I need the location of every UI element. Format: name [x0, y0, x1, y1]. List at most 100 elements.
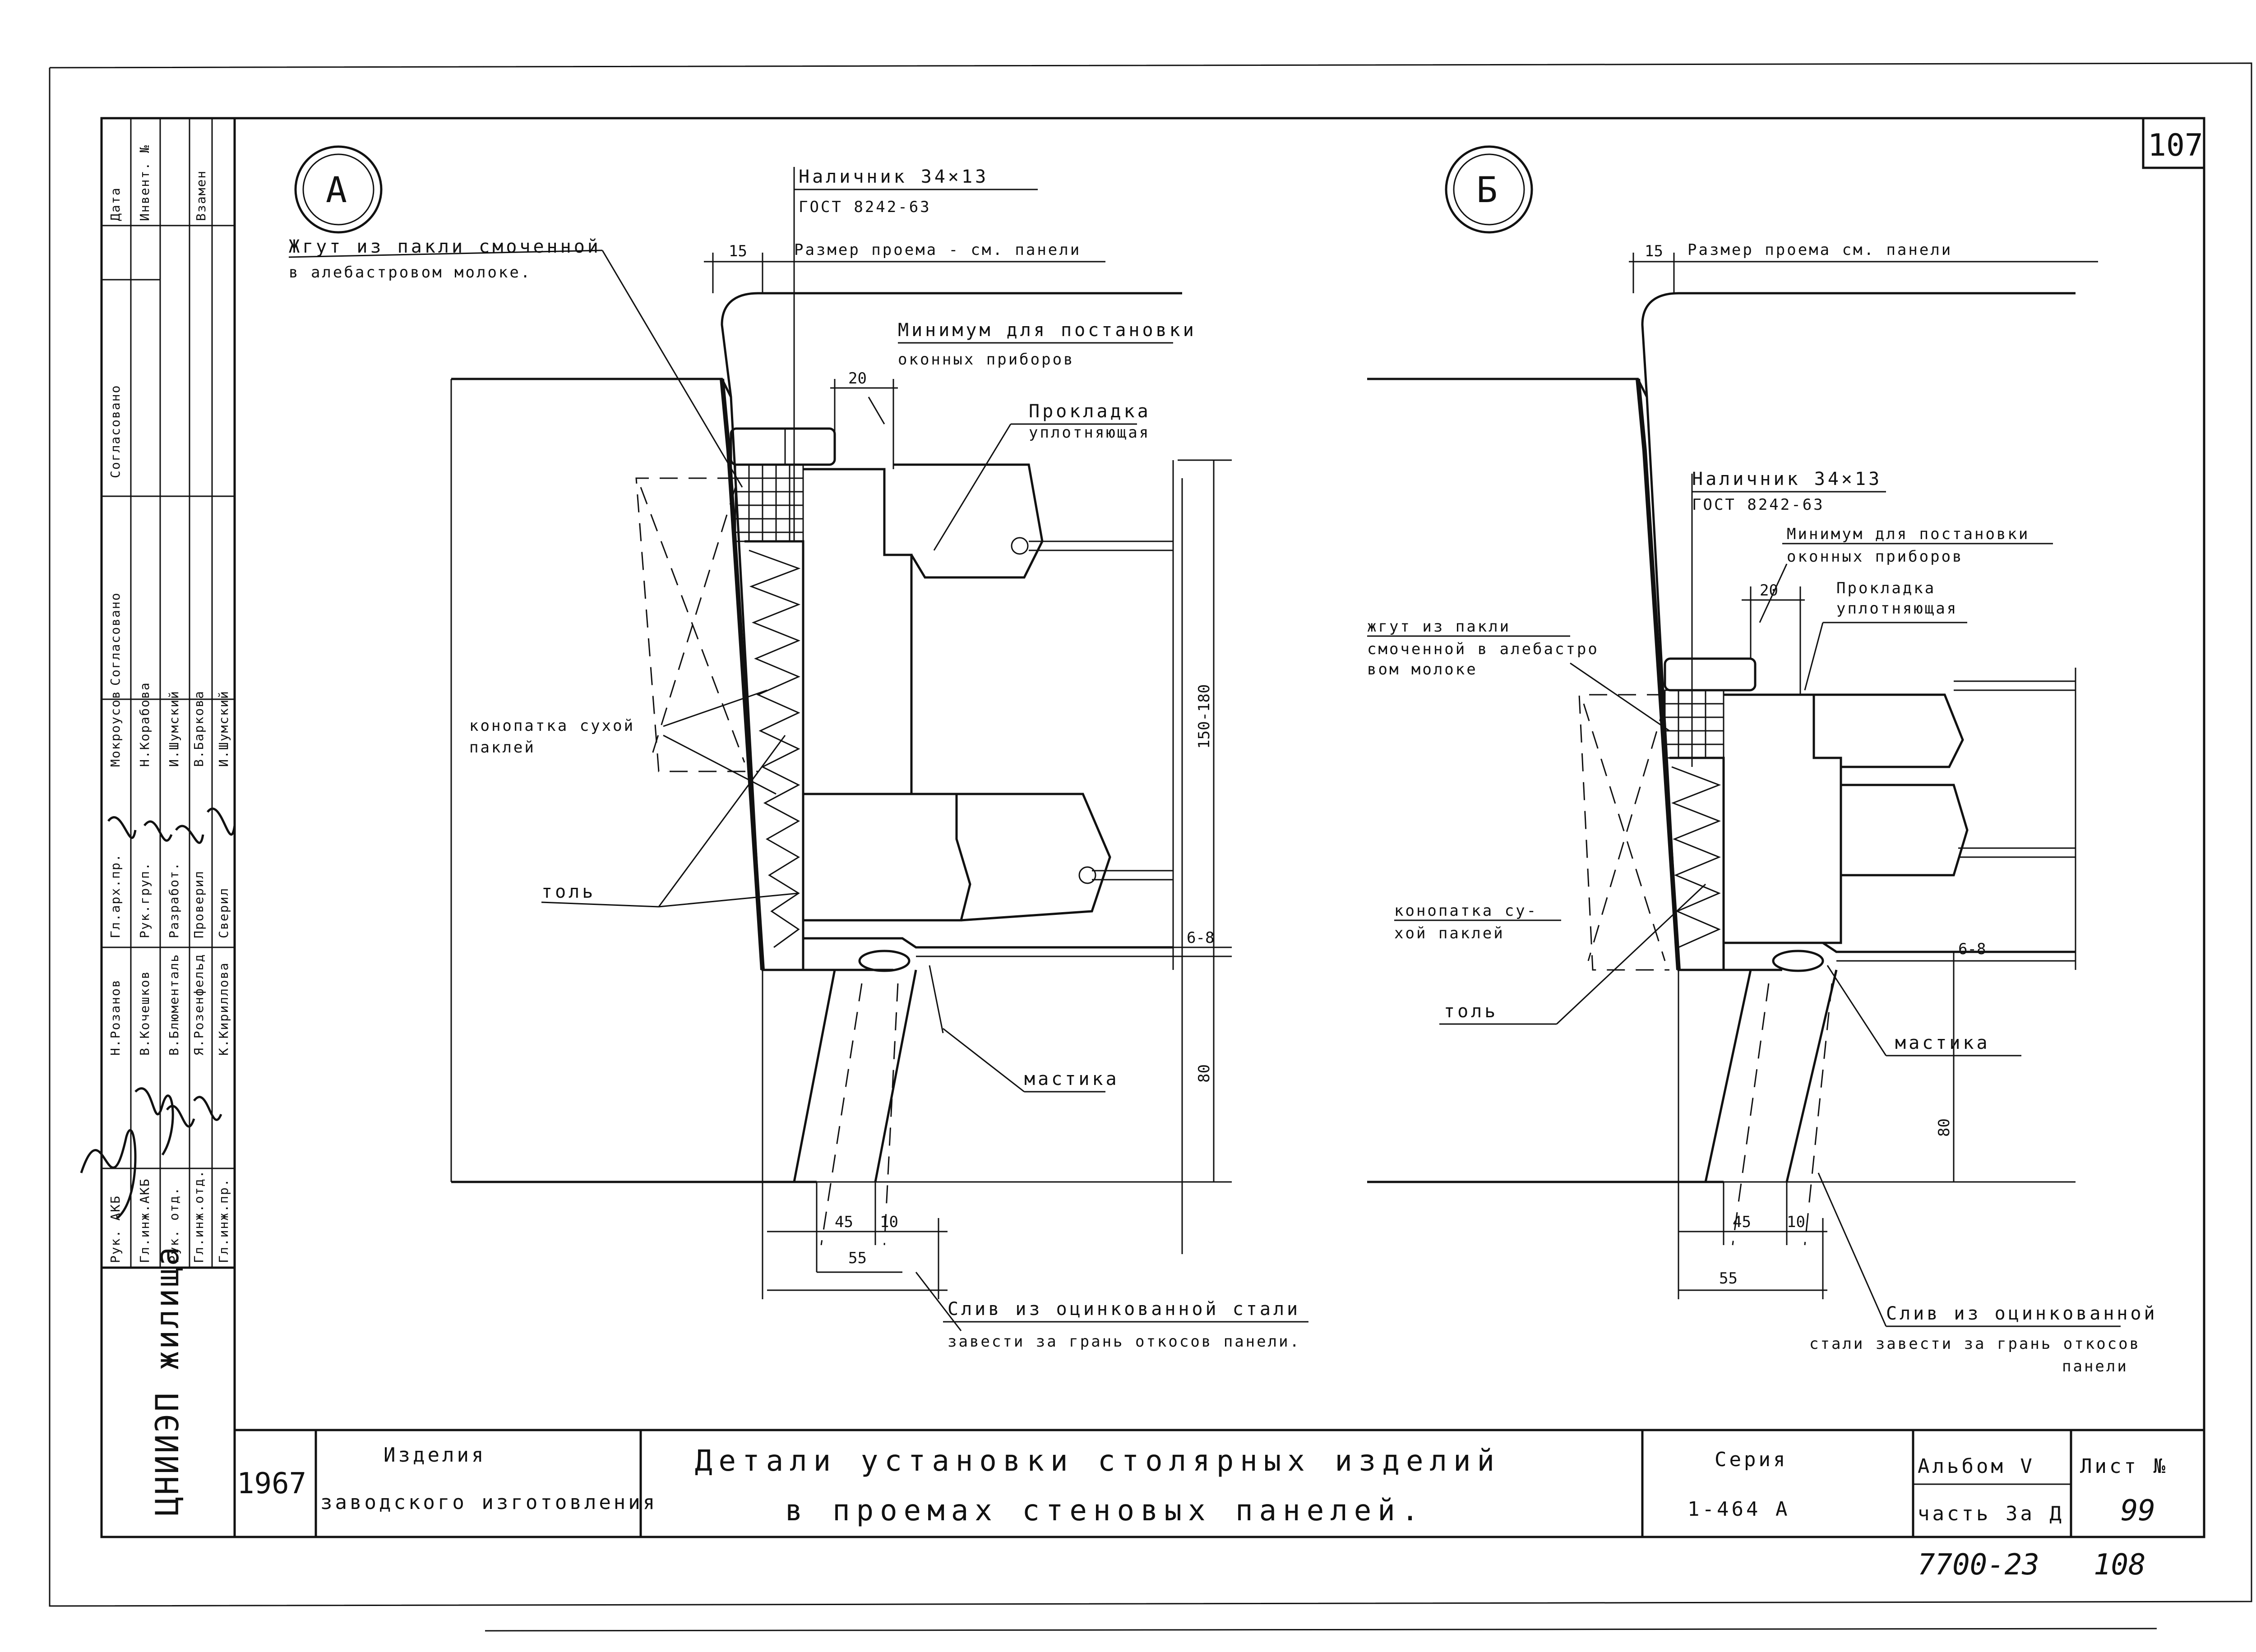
role-2-3: Разработ.	[166, 862, 181, 938]
dimensions-b	[1629, 253, 2098, 1299]
gasket-label-b-2: уплотняющая	[1836, 600, 1958, 618]
gasket-label-a-1: Прокладка	[1029, 401, 1151, 422]
org-name: ЦНИИЭП жилища	[149, 1245, 186, 1516]
role-2: Гл.инж.АКБ	[137, 1178, 152, 1263]
tow-label-b-2: смоченной в алебастро	[1367, 640, 1599, 658]
name-5: К.Кириллова	[216, 962, 231, 1056]
dim-b-10: 10	[1787, 1213, 1805, 1231]
sheet-number-label: Лист №	[2080, 1455, 2168, 1478]
casing-label-a-2: ГОСТ 8242-63	[799, 198, 931, 216]
handwritten-signatures	[80, 808, 236, 1219]
drip-label-b-1: Слив из оцинкованной	[1886, 1303, 2158, 1324]
dim-a-10: 10	[880, 1213, 898, 1231]
tow-label-b-1: жгут из пакли	[1367, 618, 1511, 636]
dim-b-68: 6-8	[1958, 940, 1986, 958]
dimensions-a	[704, 167, 1232, 1299]
tow-label-a-1: Жгут из пакли смоченной	[289, 236, 601, 257]
detail-a: А	[288, 145, 1308, 1351]
insulation-a	[744, 540, 804, 971]
name-2-2: Н.Корабова	[137, 682, 152, 767]
sheet-number: 99	[2121, 1494, 2155, 1527]
name-2-5: И.Шумский	[216, 690, 231, 767]
casing-label-b-1: Наличник 34×13	[1692, 469, 1882, 489]
role-1: Рук. АКБ	[108, 1195, 123, 1263]
dashed-outline-a	[635, 477, 899, 1246]
role-2-1: Гл.арх.пр.	[108, 853, 123, 938]
mastic-a	[858, 950, 911, 972]
corner-number: 107	[2148, 128, 2203, 163]
detail-a-marker: А	[326, 170, 347, 211]
window-frame-a	[802, 460, 1174, 970]
caulk-label-b-2: хой паклей	[1394, 924, 1505, 942]
dim-a-68: 6-8	[1187, 929, 1214, 947]
dim-a-45: 45	[835, 1213, 853, 1231]
approval-label-1: Согласовано	[108, 385, 123, 478]
leaders-b	[1439, 563, 2121, 1327]
role-4: Гл.инж.отд.	[191, 1170, 206, 1263]
handwritten-code: 7700-23	[1918, 1548, 2039, 1582]
detail-b: Б	[1367, 145, 2158, 1375]
date-label: Дата	[108, 187, 123, 221]
tol-label-a: толь	[541, 881, 596, 902]
sheet-frame	[49, 62, 2252, 1632]
role-2-4: Проверил	[191, 870, 206, 938]
role-3: Рук. отд.	[166, 1186, 181, 1263]
mastic-b	[1772, 950, 1824, 972]
detail-b-marker: Б	[1476, 170, 1498, 211]
part: часть 3а Д	[1918, 1502, 2064, 1525]
casing-label-b-2: ГОСТ 8242-63	[1692, 496, 1825, 514]
name-4: Я.Розенфельд	[191, 954, 206, 1056]
name-3: В.Блюменталь	[166, 954, 181, 1056]
drip-label-a-2: завести за грань откосов панели.	[948, 1333, 1301, 1351]
tow-seal-a	[735, 464, 804, 542]
tow-seal-b	[1664, 689, 1724, 759]
window-frame-b	[1724, 668, 2076, 970]
min-label-b-1: Минимум для постановки	[1787, 525, 2029, 543]
casing-b	[1664, 657, 1757, 692]
caulk-label-a-1: конопатка сухой	[469, 717, 635, 735]
album: Альбом V	[1918, 1455, 2035, 1478]
role-2-2: Рук.груп.	[137, 862, 152, 938]
mastic-label-b: мастика	[1895, 1033, 1990, 1053]
handwritten-page: 108	[2094, 1548, 2146, 1582]
dim-a-20: 20	[848, 369, 867, 388]
tol-label-b: толь	[1444, 1001, 1498, 1022]
drip-label-a-1: Слив из оцинкованной стали	[948, 1299, 1300, 1320]
dim-a-55: 55	[848, 1249, 867, 1267]
opening-label-b: Размер проема см. панели	[1687, 241, 1952, 259]
opening-label-a: Размер проема - см. панели	[794, 241, 1081, 259]
gasket-label-a-2: уплотняющая	[1029, 424, 1150, 442]
mastic-label-a: мастика	[1024, 1069, 1119, 1089]
name-2: В.Кочешков	[137, 970, 152, 1056]
dim-b-45: 45	[1733, 1213, 1751, 1231]
replacement-label: Взамен	[194, 170, 208, 221]
casing-label-a-1: Наличник 34×13	[799, 166, 989, 187]
tow-label-a-2: в алебастровом молоке.	[289, 263, 532, 281]
inventory-label: Инвент. №	[137, 144, 152, 221]
insulation-b	[1669, 757, 1725, 971]
role-2-5: Сверил	[216, 887, 231, 938]
dim-a-80: 80	[1195, 1064, 1213, 1083]
title-block: ЦНИИЭП жилища 1967 Изделия заводского из…	[149, 1245, 2204, 1537]
approval-label-2: Согласовано	[108, 592, 123, 686]
min-label-b-2: оконных приборов	[1787, 548, 1964, 566]
leaders-a	[288, 249, 1308, 1331]
year: 1967	[237, 1467, 306, 1500]
dim-b-20: 20	[1760, 581, 1778, 600]
dim-a-15: 15	[729, 242, 747, 260]
drip-label-b-2: стали завести за грань откосов	[1809, 1335, 2140, 1353]
dashed-outline-b	[1578, 694, 1833, 1246]
dim-b-80: 80	[1935, 1118, 1953, 1137]
sheet-title-line-2: в проемах стеновых панелей.	[785, 1494, 1425, 1527]
name-2-3: И.Шумский	[166, 690, 181, 767]
signature-strip: Дата Инвент. № Взамен Согласовано Соглас…	[80, 118, 236, 1537]
drip-label-b-3: панели	[2062, 1357, 2128, 1375]
gasket-label-b-1: Прокладка	[1836, 579, 1936, 597]
casing-a	[730, 427, 836, 466]
corner-number-box: 107	[2142, 117, 2205, 169]
caulk-label-a-2: паклей	[469, 738, 536, 757]
dim-b-55: 55	[1719, 1269, 1738, 1287]
name-2-4: В.Баркова	[191, 690, 206, 767]
caulk-label-b-1: конопатка су-	[1394, 902, 1538, 920]
